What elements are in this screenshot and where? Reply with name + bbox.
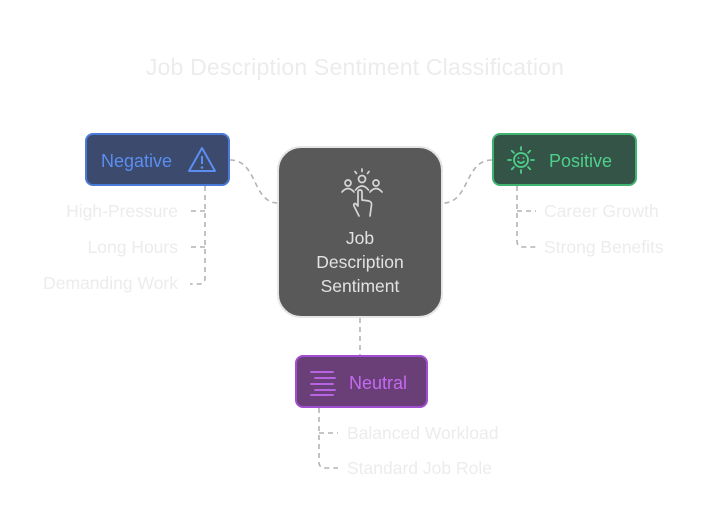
negative-item-high-pressure: High-Pressure	[66, 201, 178, 221]
negative-item-long-hours: Long Hours	[87, 237, 178, 257]
center-label-line-1: Job	[345, 228, 375, 248]
positive-label: Positive	[549, 151, 613, 171]
neutral-item-balanced-workload: Balanced Workload	[347, 423, 499, 443]
sun-smile-icon	[506, 145, 536, 180]
center-node: Job Description Sentiment	[277, 146, 443, 318]
positive-node: Positive	[492, 133, 637, 186]
warning-triangle-icon	[187, 146, 217, 179]
center-label: Job Description Sentiment	[279, 226, 441, 298]
negative-node: Negative	[85, 133, 230, 186]
positive-item-strong-benefits: Strong Benefits	[544, 237, 664, 257]
negative-item-demanding-work: Demanding Work	[43, 273, 178, 293]
neutral-label: Neutral	[349, 373, 408, 393]
pointing-hand-group-icon	[336, 168, 388, 225]
neutral-node: Neutral	[295, 355, 428, 408]
neutral-item-standard-job-role: Standard Job Role	[347, 458, 492, 478]
positive-item-career-growth: Career Growth	[544, 201, 659, 221]
lines-icon	[307, 368, 339, 403]
center-label-line-3: Sentiment	[320, 276, 400, 296]
negative-label: Negative	[101, 151, 173, 171]
diagram-title: Job Description Sentiment Classification	[145, 54, 565, 80]
center-label-line-2: Description	[316, 252, 404, 272]
